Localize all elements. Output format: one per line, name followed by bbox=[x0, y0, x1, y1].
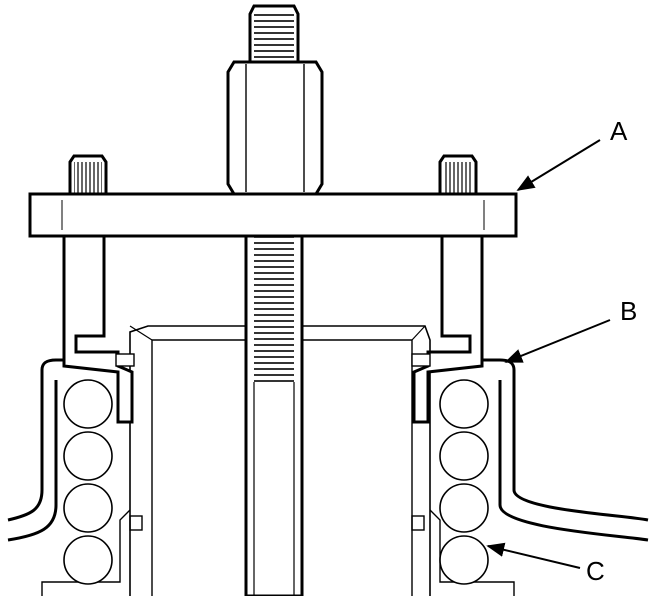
callout-a: A bbox=[516, 116, 628, 191]
puller-spindle bbox=[244, 234, 304, 596]
bearing-ball bbox=[63, 535, 113, 585]
callout-c-leader bbox=[486, 542, 581, 569]
bearing-ball bbox=[63, 431, 113, 481]
callout-b: B bbox=[504, 296, 637, 363]
bearing-ball bbox=[63, 379, 113, 429]
puller-crossbar bbox=[28, 192, 518, 238]
callout-c-label: C bbox=[586, 556, 605, 586]
hex-nut bbox=[226, 60, 324, 196]
callout-a-leader bbox=[516, 139, 601, 191]
jaw-tips bbox=[115, 353, 431, 367]
adjuster-screw-left bbox=[68, 154, 108, 196]
bearing-ball bbox=[439, 379, 489, 429]
callout-c: C bbox=[486, 542, 605, 586]
puller-bolt bbox=[248, 4, 300, 66]
callout-a-label: A bbox=[610, 116, 628, 146]
bearing-ball bbox=[439, 535, 489, 585]
bearing-ball bbox=[439, 483, 489, 533]
callout-b-leader bbox=[504, 319, 611, 363]
adjuster-screw-right bbox=[438, 154, 478, 196]
bearing-balls-left bbox=[63, 379, 113, 585]
bearing-ball bbox=[63, 483, 113, 533]
callout-b-label: B bbox=[620, 296, 637, 326]
bearing-ball bbox=[439, 431, 489, 481]
bearing-housing bbox=[7, 325, 649, 596]
bearing-balls-right bbox=[439, 379, 489, 585]
